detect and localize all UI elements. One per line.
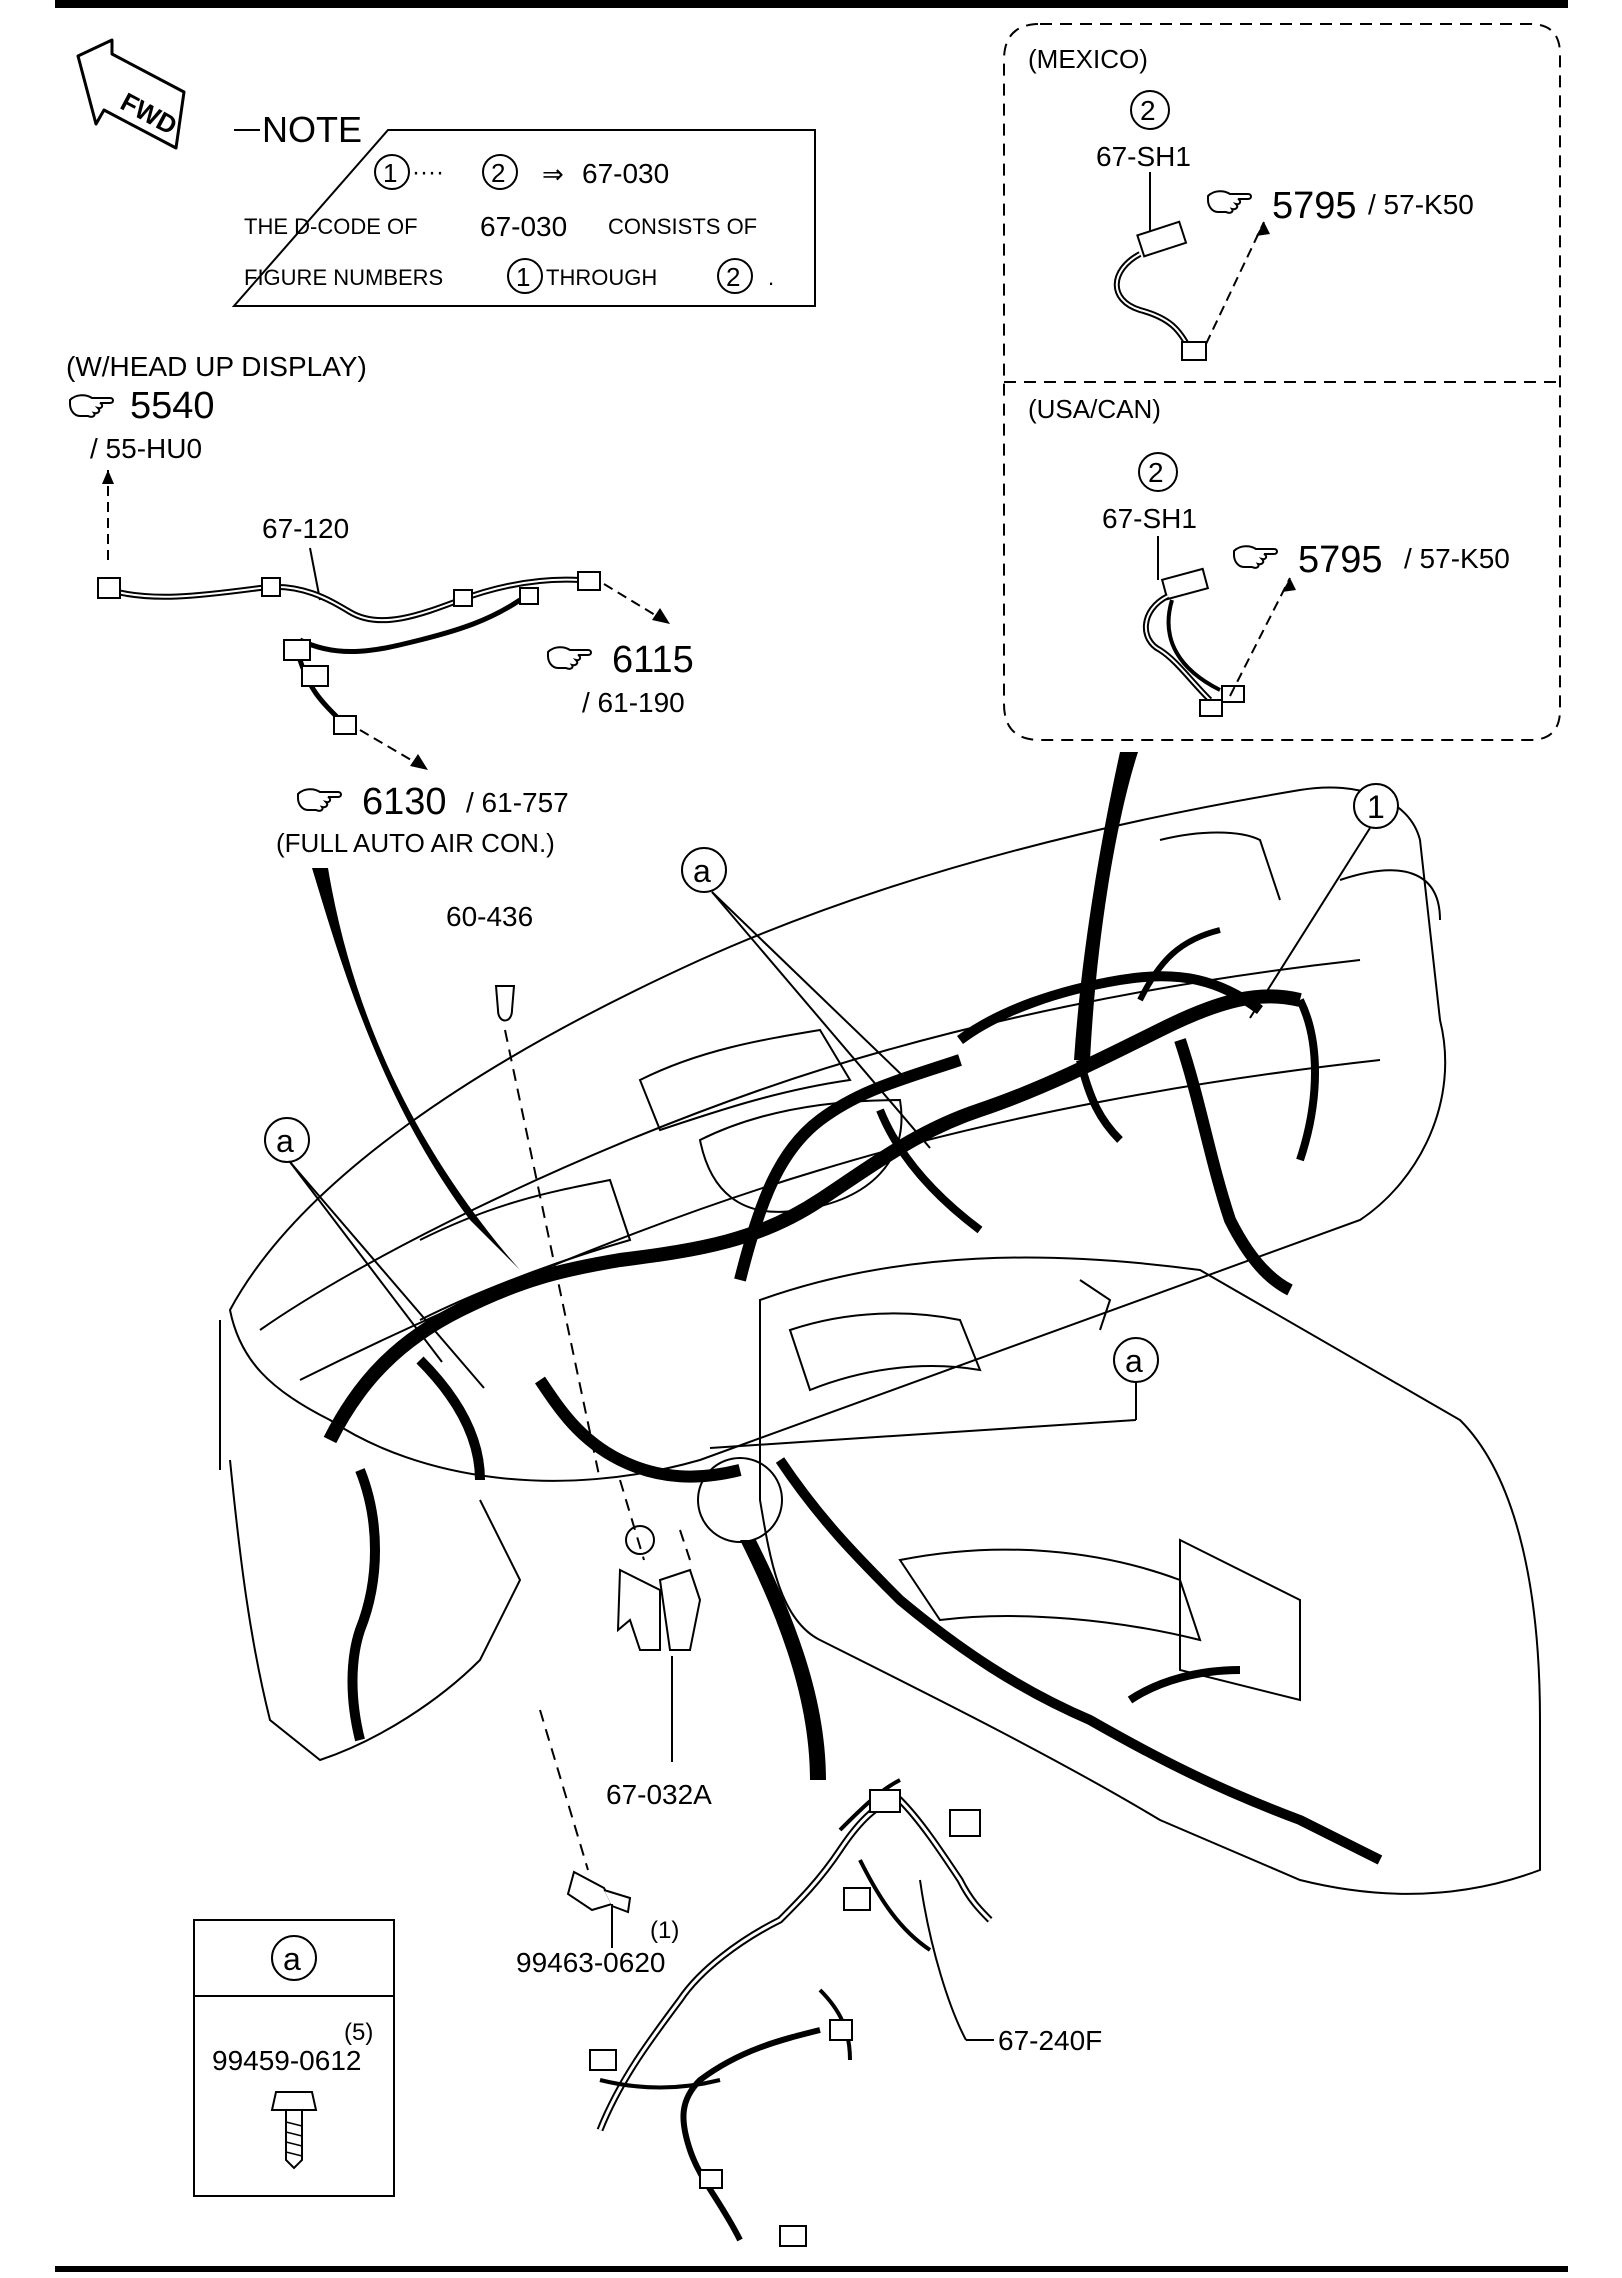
harness-120-label: 67-120 <box>262 513 349 544</box>
callout-fig-1: 1 <box>1249 783 1399 1019</box>
bottom-border <box>55 2266 1568 2272</box>
mexico-title: (MEXICO) <box>1028 44 1148 74</box>
usa-ref-big: 5795 <box>1298 539 1383 581</box>
note-range-code: 67-030 <box>582 158 669 189</box>
main-harness-67-030 <box>323 927 1383 1865</box>
note-range-end: 2 <box>491 158 505 188</box>
callout-a-1: a <box>681 847 931 1149</box>
note-box: NOTE 1 ···· 2 ⇒ 67-030 THE D-CODE OF 67-… <box>231 109 816 307</box>
note-line2-b: CONSISTS OF <box>608 214 757 239</box>
harness-67-120: 67-120 6115 / 61-190 6130 / 61-757 (FULL… <box>97 513 694 858</box>
note-line3-b: THROUGH <box>546 265 657 290</box>
harness-67-240F: 67-240F <box>589 1778 1102 2247</box>
note-line2-a: THE D-CODE OF <box>244 214 418 239</box>
bracket-label: 67-032A <box>606 1779 712 1810</box>
legend-qty: (5) <box>344 2019 373 2046</box>
hud-reference: (W/HEAD UP DISPLAY) 5540 / 55-HU0 <box>66 351 367 560</box>
leader-curves <box>312 752 1138 1780</box>
harness-120-ref2-big: 6130 <box>362 781 447 823</box>
svg-text:a: a <box>1125 1343 1143 1379</box>
variant-box <box>1003 23 1561 741</box>
pointing-hand-icon <box>547 646 592 670</box>
mexico-ref-big: 5795 <box>1272 185 1357 227</box>
usa-title: (USA/CAN) <box>1028 394 1161 424</box>
hud-title: (W/HEAD UP DISPLAY) <box>66 351 367 382</box>
note-arrow: ⇒ <box>542 159 564 189</box>
bolt-label: 99463-0620 <box>516 1947 665 1978</box>
hud-ref-big: 5540 <box>130 385 215 427</box>
pointing-hand-icon <box>297 788 342 812</box>
note-line3-a: FIGURE NUMBERS <box>244 265 443 290</box>
bolt-99463-0620: (1) 99463-0620 <box>516 1709 679 1978</box>
callout-a-3: a <box>709 1337 1159 1449</box>
hud-ref-small: / 55-HU0 <box>90 433 202 464</box>
pointing-hand-icon <box>1207 190 1252 214</box>
note-range-dots: ···· <box>412 159 444 186</box>
note-line3-n2: 2 <box>726 262 740 292</box>
usa-fig-num: 2 <box>1148 457 1164 488</box>
bracket-67-032A: 67-032A <box>606 1479 712 1810</box>
svg-text:1: 1 <box>1367 789 1385 825</box>
fwd-arrow-icon: FWD <box>76 38 186 150</box>
harness-120-ref1-big: 6115 <box>612 639 694 681</box>
mexico-fig-num: 2 <box>1140 95 1156 126</box>
mexico-ref-small: / 57-K50 <box>1368 189 1474 220</box>
bolt-qty: (1) <box>650 1917 679 1944</box>
legend-box: a (5) 99459-0612 <box>193 1919 395 2197</box>
legend-part: 99459-0612 <box>212 2045 361 2076</box>
harness-240-label: 67-240F <box>998 2025 1102 2056</box>
note-line2-code: 67-030 <box>480 211 567 242</box>
legend-key: a <box>283 1941 301 1977</box>
pointing-hand-icon <box>1233 545 1278 569</box>
mexico-part: 67-SH1 <box>1096 141 1191 172</box>
note-line3-end: . <box>768 265 774 290</box>
callout-a-2: a <box>264 1117 485 1389</box>
top-border <box>55 0 1568 8</box>
svg-text:a: a <box>693 853 711 889</box>
harness-120-ref2-note: (FULL AUTO AIR CON.) <box>276 828 555 858</box>
note-title: NOTE <box>262 109 362 150</box>
clip-label: 60-436 <box>446 901 533 932</box>
usa-part: 67-SH1 <box>1102 503 1197 534</box>
usa-ref-small: / 57-K50 <box>1404 543 1510 574</box>
pointing-hand-icon <box>69 394 114 418</box>
harness-120-ref1-small: / 61-190 <box>582 687 685 718</box>
harness-120-ref2-small: / 61-757 <box>466 787 569 818</box>
bolt-icon <box>270 2091 318 2170</box>
svg-text:a: a <box>276 1123 294 1159</box>
mexico-section: (MEXICO) 2 67-SH1 5795 / 57-K50 <box>1028 44 1474 361</box>
note-range-start: 1 <box>383 158 397 188</box>
clip-60-436: 60-436 <box>446 901 601 1481</box>
note-line3-n1: 1 <box>516 262 530 292</box>
usa-section: (USA/CAN) 2 67-SH1 5795 / 57-K50 <box>1028 394 1510 717</box>
